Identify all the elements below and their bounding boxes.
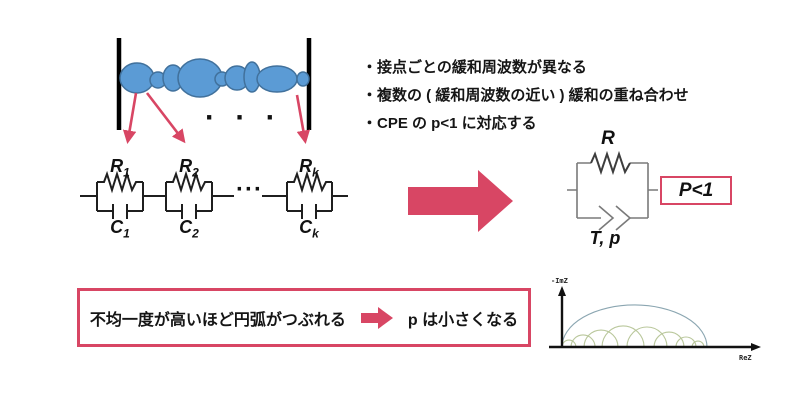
y-axis-label: -ImZ xyxy=(551,277,568,285)
cpe-element-label: T, p xyxy=(589,228,621,248)
capacitor-label-c1: C1 xyxy=(96,217,144,244)
big-right-arrow-icon xyxy=(408,170,513,232)
capacitor-1-plates xyxy=(97,204,143,219)
arc-path xyxy=(626,326,668,348)
resistor-2-zigzag xyxy=(166,170,212,194)
small-right-arrow-icon xyxy=(360,306,393,329)
rc-ladder-circuit xyxy=(80,170,348,219)
bullet-list: ・接点ごとの緩和周波数が異なる ・複数の ( 緩和周波数の近い ) 緩和の重ね合… xyxy=(362,54,792,138)
contact-arrow-k xyxy=(295,94,310,144)
cpe-circuit-sides xyxy=(576,163,649,218)
capacitor-k-plates xyxy=(287,204,332,219)
c1-symbol: C xyxy=(110,217,124,237)
resistor-1-zigzag xyxy=(97,170,143,194)
resistor-k-zigzag xyxy=(287,170,332,194)
x-axis-arrowhead xyxy=(751,343,761,351)
c1-subscript: 1 xyxy=(123,226,130,241)
r2-symbol: R xyxy=(179,156,193,176)
rk-subscript: k xyxy=(312,165,319,180)
contact-arrow-1 xyxy=(122,92,138,144)
electrode-grain-diagram xyxy=(116,38,312,144)
arc-path xyxy=(653,331,685,348)
r1-subscript: 1 xyxy=(123,165,130,180)
x-axis-label: ReZ xyxy=(739,354,752,362)
nyquist-plot: -ImZ ReZ xyxy=(549,277,761,362)
resistor-label-rk: Rk xyxy=(285,156,333,183)
note-cause-text: 不均一度が高いほど円弧がつぶれる xyxy=(89,311,346,329)
ladder-series-dots: ··· xyxy=(236,176,263,203)
cpe-circuit xyxy=(567,150,658,231)
arc-path xyxy=(675,336,697,348)
contact-arrows xyxy=(122,92,310,144)
y-axis-arrowhead xyxy=(558,286,566,296)
bullet-item-1: ・接点ごとの緩和周波数が異なる xyxy=(362,59,587,76)
ck-subscript: k xyxy=(312,226,319,241)
arc-path xyxy=(570,334,596,348)
bullet-item-2: ・複数の ( 緩和周波数の近い ) 緩和の重ね合わせ xyxy=(362,87,689,104)
rc-element-k xyxy=(286,170,333,219)
cpe-resistor-label: R xyxy=(601,128,615,149)
arc-path xyxy=(583,329,619,348)
resistor-label-r2: R2 xyxy=(165,156,213,183)
c2-symbol: C xyxy=(179,217,193,237)
r2-subscript: 2 xyxy=(192,165,199,180)
cpe-chevrons xyxy=(598,205,632,231)
rc-element-1 xyxy=(96,170,144,219)
bottom-note-box: 不均一度が高いほど円弧がつぶれる p は小さくなる xyxy=(77,288,531,347)
capacitor-label-ck: Ck xyxy=(285,217,333,244)
note-effect-text: p は小さくなる xyxy=(407,311,519,329)
c2-subscript: 2 xyxy=(192,226,199,241)
arc-path xyxy=(691,340,705,348)
r1-symbol: R xyxy=(110,156,124,176)
arc-curves xyxy=(561,304,708,348)
capacitor-label-c2: C2 xyxy=(165,217,213,244)
capacitor-2-plates xyxy=(166,204,212,219)
bullet-item-3: ・CPE の p<1 に対応する xyxy=(362,115,537,132)
rk-symbol: R xyxy=(299,156,313,176)
grain-ellipses xyxy=(119,58,310,98)
contact-arrow-2 xyxy=(145,92,186,144)
rc-element-2 xyxy=(165,170,213,219)
resistor-label-r1: R1 xyxy=(96,156,144,183)
ck-symbol: C xyxy=(299,217,313,237)
arc-path xyxy=(601,325,645,348)
ellipsis-between-arrows: · · · xyxy=(205,101,282,134)
cpe-resistor-zigzag xyxy=(590,150,631,176)
arc-path xyxy=(561,304,708,348)
p-less-than-one-badge: P<1 xyxy=(660,176,732,205)
